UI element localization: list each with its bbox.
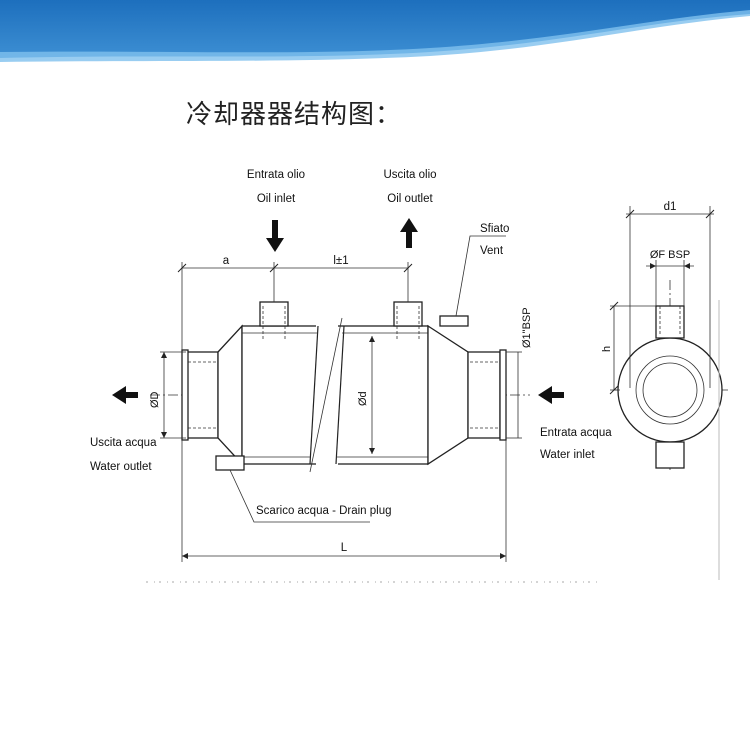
water-outlet-label-it: Uscita acqua <box>90 437 157 449</box>
oil-outlet-label-en: Oil outlet <box>387 193 433 205</box>
dim-d-label: Ød <box>357 391 369 406</box>
water-inlet-label-en: Water inlet <box>540 449 595 461</box>
dim-D-label: ØD <box>149 391 161 408</box>
side-view <box>112 218 600 583</box>
oil-outlet-arrow-icon <box>400 218 418 248</box>
water-outlet-arrow-icon <box>112 386 138 404</box>
drain-plug-label: Scarico acqua - Drain plug <box>256 505 392 517</box>
oil-inlet-label-en: Oil inlet <box>257 193 296 205</box>
dim-F-label: ØF BSP <box>650 249 690 261</box>
dim-bsp-label: Ø1"BSP <box>521 307 533 348</box>
vent-label-en: Vent <box>480 245 504 257</box>
end-view <box>609 206 728 580</box>
oil-outlet-label-it: Uscita olio <box>383 169 436 181</box>
header-wave-banner <box>0 0 750 62</box>
dim-l-label: l±1 <box>333 255 348 267</box>
dim-d1-label: d1 <box>664 201 677 213</box>
oil-inlet-label-it: Entrata olio <box>247 169 305 181</box>
dim-a-label: a <box>223 255 230 267</box>
dim-L-label: L <box>341 542 348 554</box>
page-title: 冷却器器结构图： <box>186 100 403 130</box>
water-inlet-label-it: Entrata acqua <box>540 427 612 439</box>
dim-h-label: h <box>601 346 613 352</box>
water-inlet-arrow-icon <box>538 386 564 404</box>
water-outlet-label-en: Water outlet <box>90 461 152 473</box>
oil-inlet-arrow-icon <box>266 220 284 252</box>
vent-label-it: Sfiato <box>480 223 509 235</box>
